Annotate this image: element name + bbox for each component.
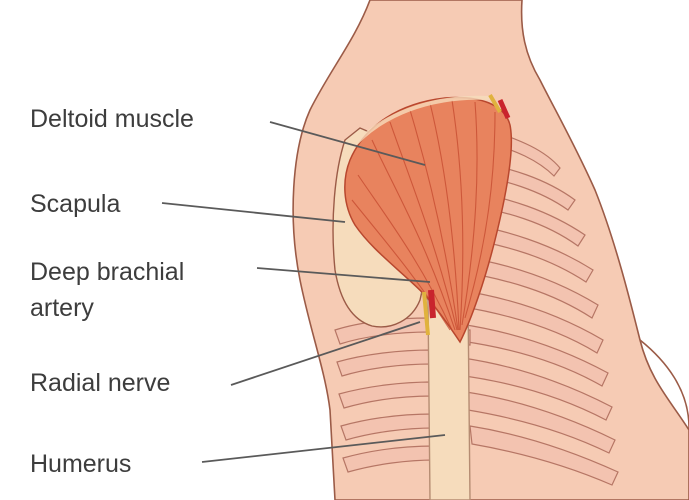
label-radial-nerve: Radial nerve [30, 367, 170, 399]
label-deep-brachial-artery-line2: artery [30, 292, 94, 324]
label-humerus: Humerus [30, 448, 131, 480]
label-deep-brachial-artery-line1: Deep brachial [30, 256, 184, 288]
label-scapula: Scapula [30, 188, 120, 220]
label-deltoid-muscle: Deltoid muscle [30, 103, 194, 135]
